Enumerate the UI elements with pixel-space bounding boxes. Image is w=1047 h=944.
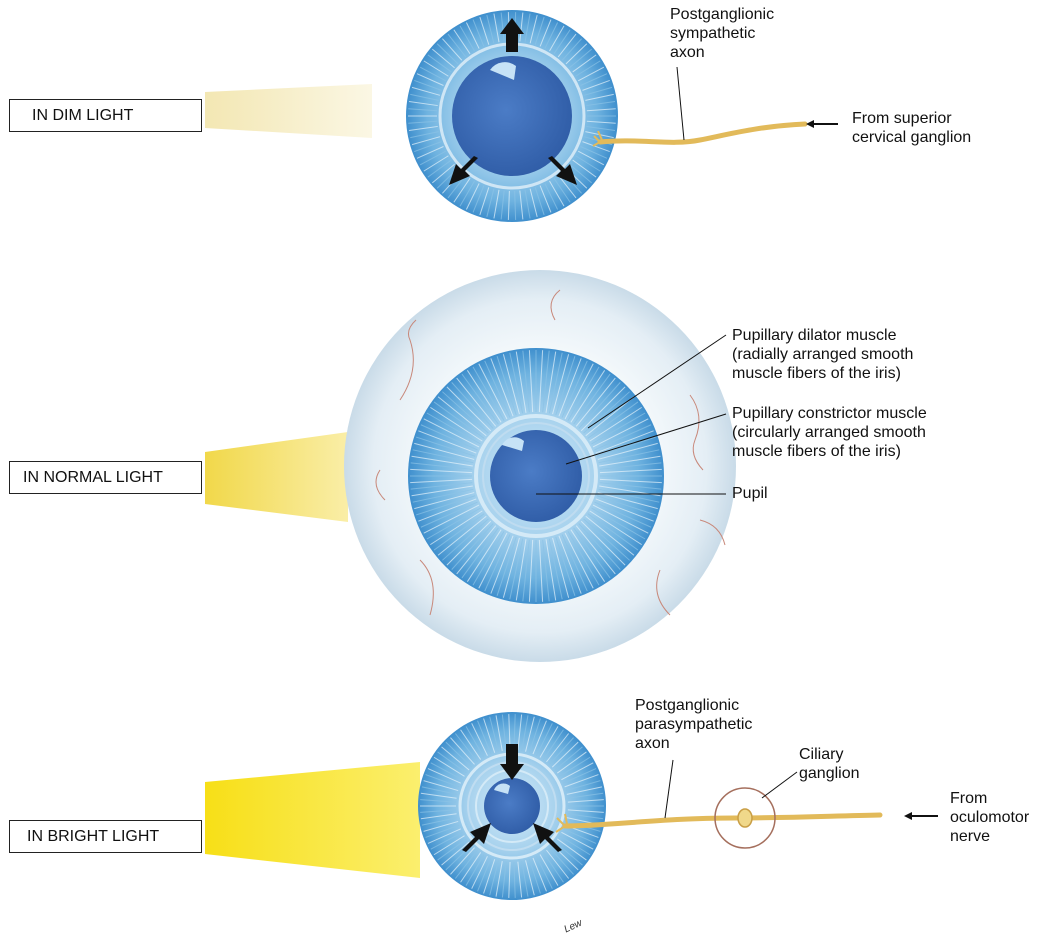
- bright-pupil: [484, 778, 540, 834]
- ciliary-ganglion-leader: [762, 772, 797, 798]
- pupil-label: Pupil: [732, 484, 768, 503]
- dilator-muscle-label: Pupillary dilator muscle (radially arran…: [732, 326, 913, 383]
- parasympathetic-axon-leader: [665, 760, 673, 818]
- bright-light-box: IN BRIGHT LIGHT: [9, 820, 202, 853]
- constrictor-muscle-label: Pupillary constrictor muscle (circularly…: [732, 404, 927, 461]
- sympathetic-axon-leader: [677, 67, 684, 140]
- sympathetic-nerve: [600, 124, 805, 142]
- normal-light-label: IN NORMAL LIGHT: [23, 469, 163, 487]
- ciliary-ganglion-label: Ciliary ganglion: [799, 745, 860, 783]
- normal-light-box: IN NORMAL LIGHT: [9, 461, 202, 494]
- bright-light-beam: [205, 762, 420, 878]
- normal-light-beam: [205, 432, 348, 522]
- dim-light-beam: [205, 84, 372, 138]
- bright-light-label: IN BRIGHT LIGHT: [27, 828, 159, 846]
- dim-light-box: IN DIM LIGHT: [9, 99, 202, 132]
- parasympathetic-axon-label: Postganglionic parasympathetic axon: [635, 696, 752, 753]
- dim-light-label: IN DIM LIGHT: [32, 107, 133, 125]
- oculomotor-nerve-label: From oculomotor nerve: [950, 789, 1029, 846]
- sympathetic-axon-label: Postganglionic sympathetic axon: [670, 5, 774, 62]
- ciliary-ganglion-body: [738, 809, 752, 827]
- superior-cervical-ganglion-label: From superior cervical ganglion: [852, 109, 971, 147]
- normal-light-panel: [205, 270, 736, 662]
- bright-light-panel: [205, 712, 938, 900]
- parasympathetic-nerve: [565, 815, 880, 826]
